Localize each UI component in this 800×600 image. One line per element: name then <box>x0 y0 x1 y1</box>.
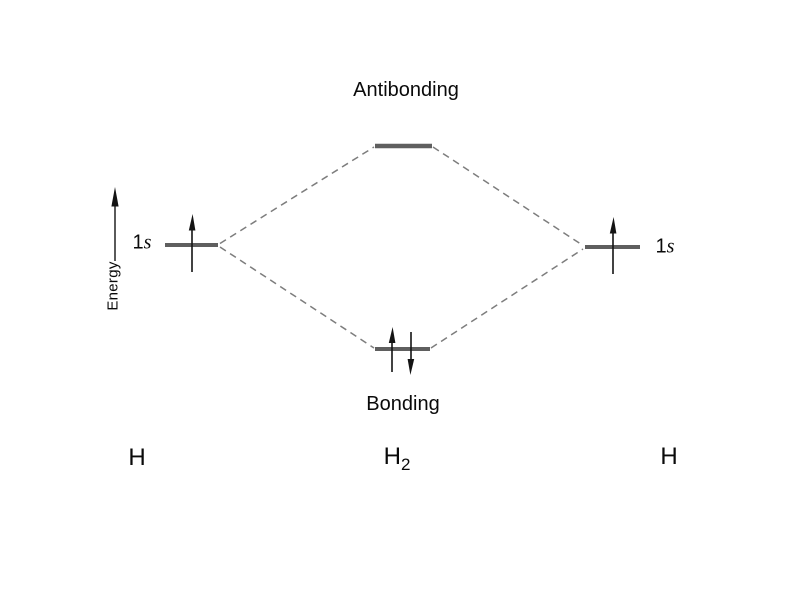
connector-left-to-bonding <box>219 246 375 349</box>
energy-axis-arrowhead-icon <box>111 187 119 207</box>
orbital-number: 1 <box>655 235 667 258</box>
atom-label-right-h: H <box>660 443 678 470</box>
electron-down-arrowhead-bonding-icon <box>407 359 415 375</box>
molecule-symbol: H <box>383 443 401 470</box>
connector-left-to-antibonding <box>219 146 375 245</box>
orbital-letter: s <box>143 231 152 254</box>
electron-up-arrowhead-right-icon <box>609 217 617 234</box>
atom-label-left-h: H <box>128 444 146 471</box>
molecule-subscript: 2 <box>400 455 411 474</box>
orbital-label-left-1s: 1s <box>133 232 152 255</box>
antibonding-label: Antibonding <box>353 79 459 101</box>
electron-up-arrowhead-left-icon <box>188 214 196 231</box>
connector-antibonding-to-right <box>432 146 584 247</box>
orbital-label-right-1s: 1s <box>656 236 675 259</box>
orbital-letter: s <box>666 235 675 258</box>
bonding-label: Bonding <box>366 393 440 415</box>
electron-up-arrowhead-bonding-icon <box>388 327 396 343</box>
orbital-number: 1 <box>132 231 144 254</box>
molecule-label-h2: H2 <box>384 443 411 475</box>
energy-axis-label: Energy <box>104 261 122 311</box>
connector-bonding-to-right <box>430 248 584 349</box>
